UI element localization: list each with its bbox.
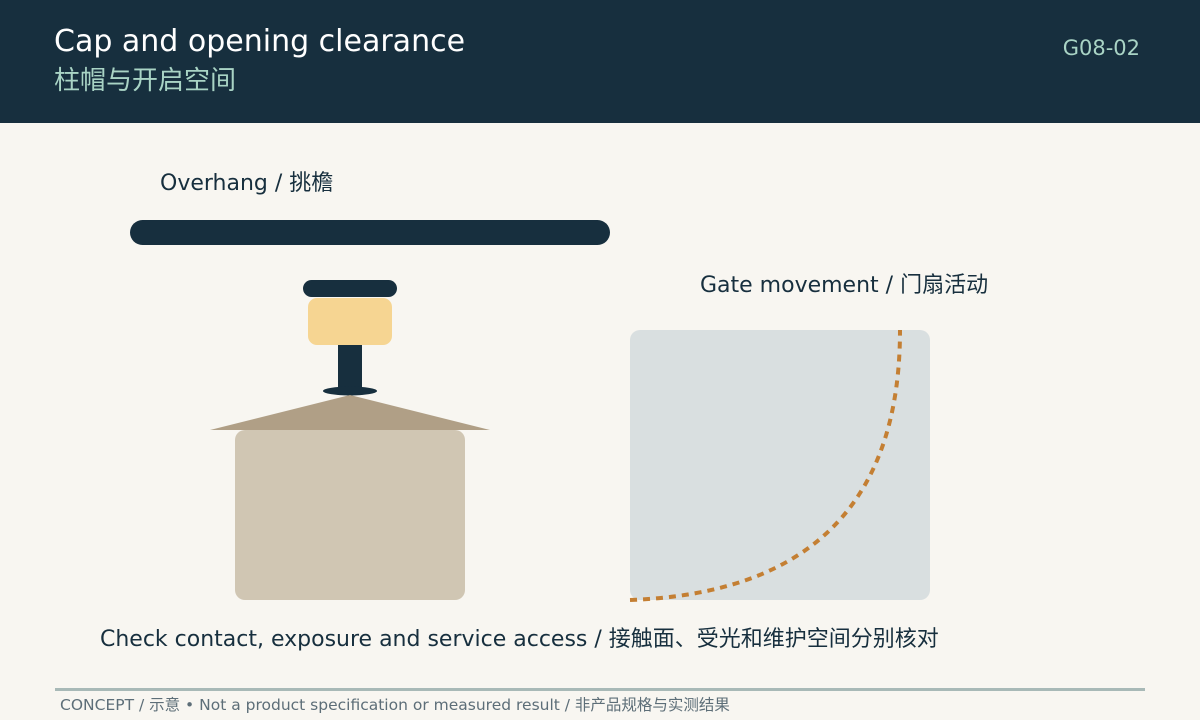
check-note: Check contact, exposure and service acce… <box>100 627 939 652</box>
gate-area <box>630 330 930 600</box>
page-subtitle: 柱帽与开启空间 <box>54 66 237 96</box>
footer-divider <box>55 688 1145 691</box>
lamp-base <box>323 386 377 396</box>
lamp-stem <box>338 345 362 390</box>
footer-disclaimer: CONCEPT / 示意 • Not a product specificati… <box>60 696 730 714</box>
sheet-code: G08-02 <box>1062 36 1140 60</box>
header-bar: Cap and opening clearance 柱帽与开启空间 G08-02 <box>0 0 1200 123</box>
page-title: Cap and opening clearance <box>54 24 466 59</box>
lamp-shade <box>308 298 392 345</box>
pillar-body <box>235 430 465 600</box>
overhang-bar <box>130 220 610 245</box>
lamp-cap <box>303 280 397 297</box>
overhang-label: Overhang / 挑檐 <box>160 171 334 196</box>
gate-movement-label: Gate movement / 门扇活动 <box>700 273 989 298</box>
pillar-cap-roof <box>210 395 490 430</box>
gate-swing-arc <box>629 329 902 602</box>
